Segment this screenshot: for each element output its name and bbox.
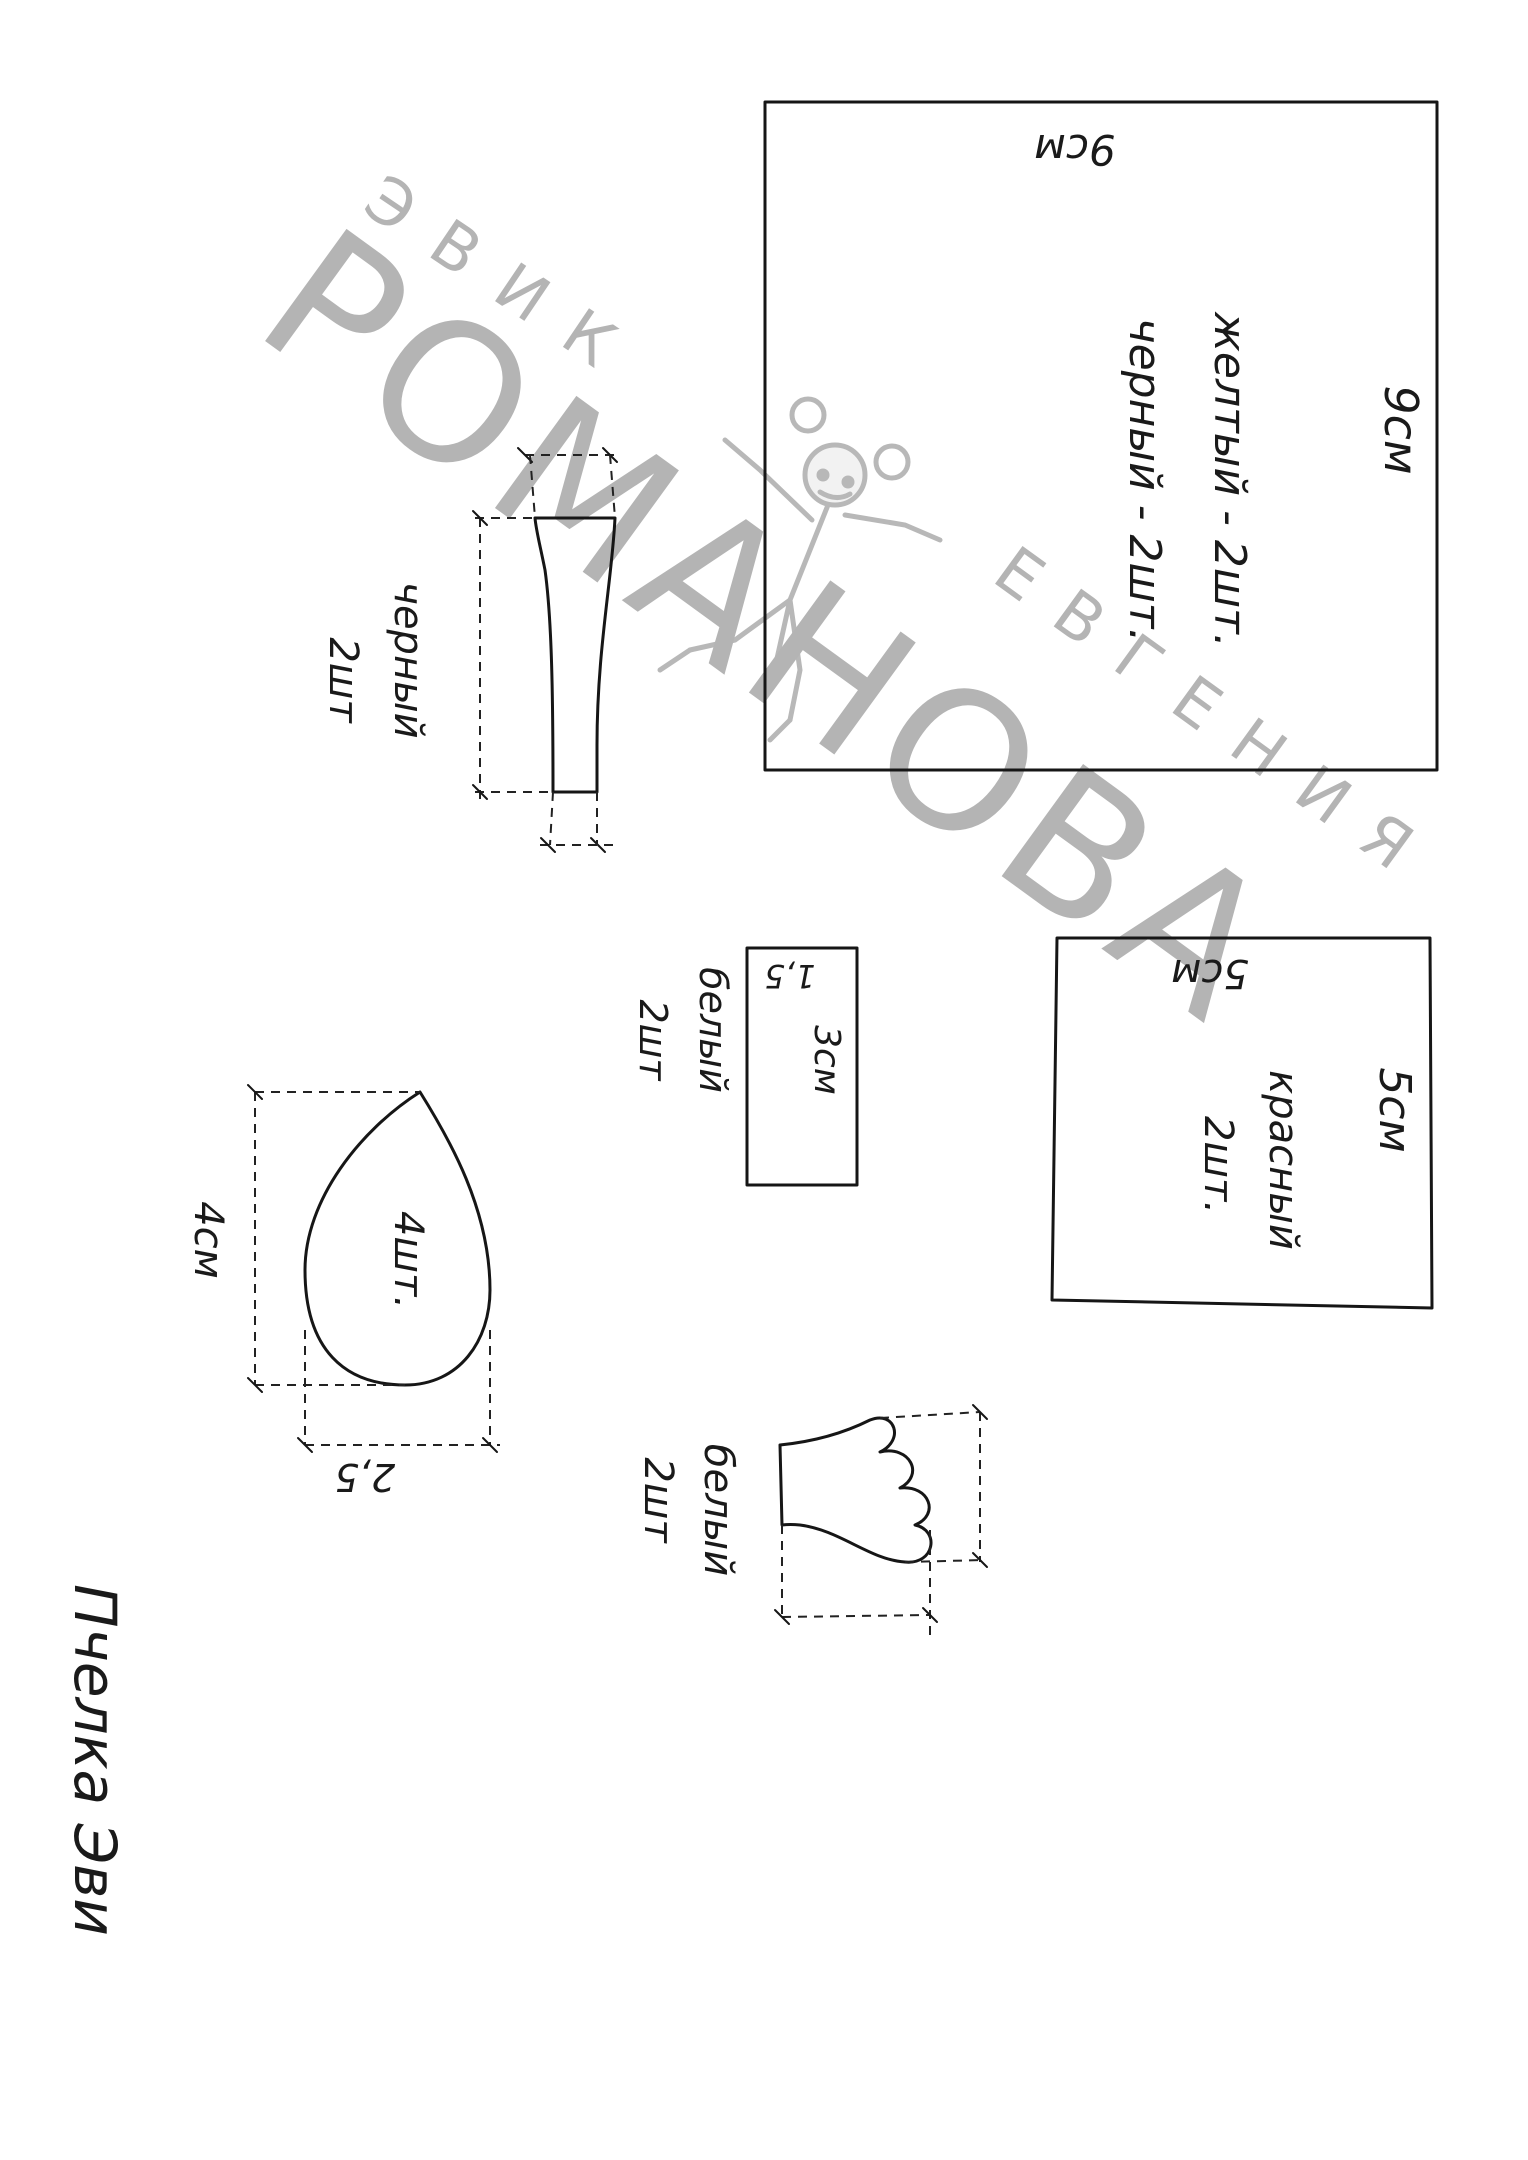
white-rect-width-label: 1,5	[765, 957, 816, 995]
drop-width-label: 2,5	[335, 1455, 395, 1499]
drop-height-label: 4см	[185, 1201, 231, 1279]
small-square-width-label: 5см	[1171, 950, 1249, 996]
white-rect-height-label: 3см	[806, 1025, 847, 1095]
strip-note-count: 2шт	[320, 637, 366, 724]
large-square-width-label: 9см	[1034, 125, 1116, 174]
hand-note-color: белый	[695, 1444, 741, 1576]
large-square-height-label: 9см	[1374, 385, 1428, 474]
large-square-note-black: черный - 2шт.	[1119, 318, 1170, 643]
piece-drop: 4см 2,5 4шт.	[185, 1084, 500, 1499]
watermark-doll-logo	[657, 396, 943, 743]
piece-hand: белый 2шт	[635, 1404, 988, 1640]
small-square-height-label: 5см	[1369, 1067, 1420, 1152]
pattern-title: Пчелка Эви	[61, 1584, 129, 1936]
white-rect-note-count: 2шт	[631, 999, 675, 1082]
piece-white-rect: 1,5 3см белый 2шт	[631, 946, 859, 1187]
hand-note-count: 2шт	[635, 1457, 681, 1544]
piece-large-square: 9см 9см желтый - 2шт. черный - 2шт.	[763, 100, 1439, 772]
strip-note-color: черный	[385, 581, 431, 738]
small-square-note-color: красный	[1260, 1070, 1306, 1250]
piece-black-strip: черный 2шт	[320, 447, 620, 853]
piece-small-square: 5см 5см красный 2шт.	[1050, 936, 1434, 1310]
white-rect-note-color: белый	[691, 967, 735, 1093]
small-square-note-count: 2шт.	[1195, 1116, 1241, 1214]
large-square-note-yellow: желтый - 2шт.	[1204, 311, 1255, 648]
drop-count-label: 4шт.	[385, 1211, 431, 1309]
